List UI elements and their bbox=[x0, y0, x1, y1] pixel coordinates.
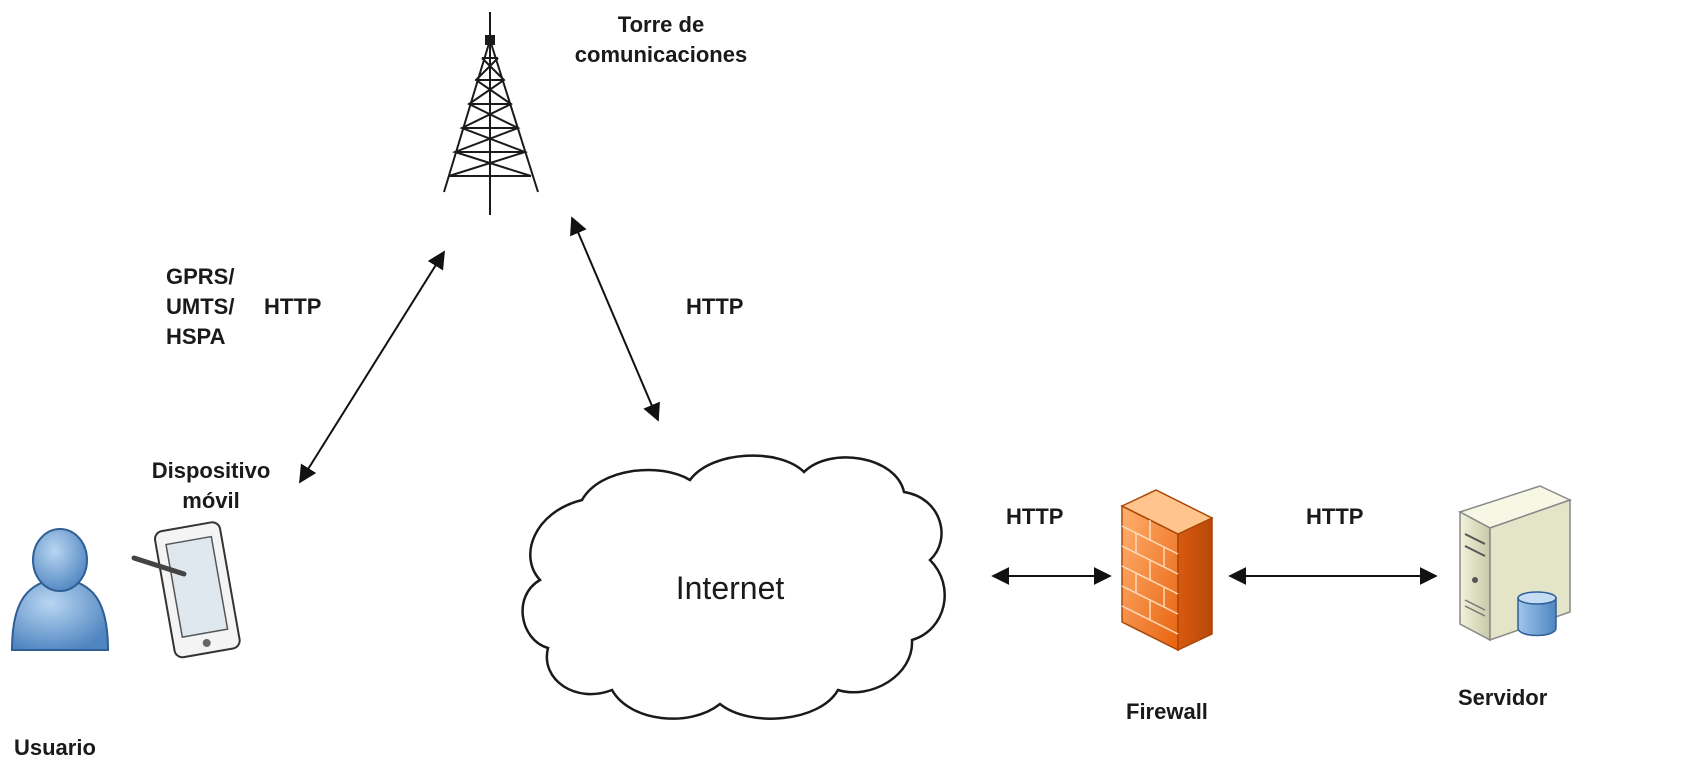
firewall-label: Firewall bbox=[1126, 699, 1208, 724]
user-label: Usuario bbox=[14, 735, 96, 760]
http-label-mobile-tower: HTTP bbox=[264, 294, 322, 319]
arrow-tower-internet bbox=[570, 216, 660, 422]
device-label-line-2: móvil bbox=[182, 488, 240, 513]
protocol-gprs: GPRS/ bbox=[166, 264, 235, 289]
protocol-hspa: HSPA bbox=[166, 324, 226, 349]
http-label-firewall-server: HTTP bbox=[1306, 504, 1364, 529]
cloud-label: Internet bbox=[675, 570, 785, 606]
device-label: Dispositivo móvil bbox=[126, 456, 296, 516]
protocol-stack-label: GPRS/ UMTS/ HSPA bbox=[166, 262, 234, 352]
arrow-mobile-tower bbox=[299, 250, 445, 484]
http-label-tower-internet: HTTP bbox=[686, 294, 744, 319]
tower-icon bbox=[443, 12, 539, 215]
tower-label-line-2: comunicaciones bbox=[574, 42, 748, 67]
user-icon bbox=[10, 528, 110, 651]
server-icon bbox=[1458, 485, 1572, 642]
database-icon bbox=[1517, 591, 1557, 637]
mobile-device-icon bbox=[131, 521, 241, 659]
device-label-line-1: Dispositivo bbox=[151, 458, 271, 483]
tower-label-line-1: Torre de bbox=[617, 12, 705, 37]
http-label-internet-firewall: HTTP bbox=[1006, 504, 1064, 529]
server-label: Servidor bbox=[1458, 685, 1548, 710]
firewall-icon bbox=[1120, 489, 1214, 652]
cloud-icon bbox=[521, 454, 946, 720]
tower-label: Torre de comunicaciones bbox=[556, 10, 766, 70]
protocol-umts: UMTS/ bbox=[166, 294, 235, 319]
